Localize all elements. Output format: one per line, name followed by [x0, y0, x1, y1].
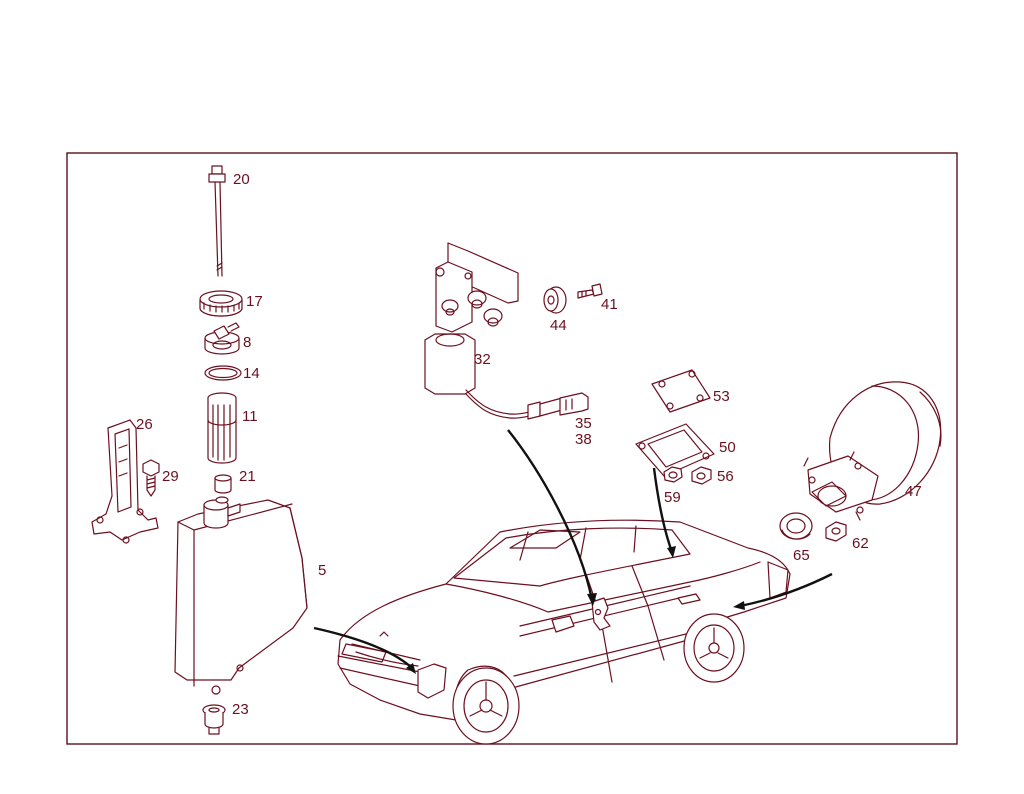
label-17: 17 — [246, 293, 263, 310]
label-59: 59 — [664, 489, 681, 506]
part-35-38-cable — [465, 389, 589, 420]
part-50-gasket — [635, 423, 715, 477]
diagram-frame — [66, 152, 958, 745]
label-47: 47 — [905, 483, 922, 500]
part-23-grommet — [202, 704, 226, 735]
label-62: 62 — [852, 535, 869, 552]
part-62-nut — [825, 521, 847, 542]
label-26: 26 — [136, 416, 153, 433]
label-41: 41 — [601, 296, 618, 313]
part-41-screw — [577, 283, 603, 299]
part-29-bolt — [142, 459, 160, 497]
label-23: 23 — [232, 701, 249, 718]
label-56: 56 — [717, 468, 734, 485]
part-59-nut — [663, 466, 683, 483]
label-11: 11 — [242, 408, 258, 425]
leader-arrows — [313, 429, 833, 674]
part-8-filler-cap — [204, 322, 240, 355]
part-26-bracket — [91, 419, 159, 544]
label-8: 8 — [243, 334, 251, 351]
label-65: 65 — [793, 547, 810, 564]
front-wheel — [452, 667, 520, 745]
label-14: 14 — [243, 365, 260, 382]
car-mounted-parts — [379, 597, 611, 637]
label-38: 38 — [575, 431, 592, 448]
part-65-seal — [779, 512, 813, 540]
label-35: 35 — [575, 415, 592, 432]
part-21-sleeve — [214, 474, 232, 494]
part-47-actuator — [803, 381, 942, 521]
part-17-cap-ring — [199, 290, 243, 317]
rear-wheel — [683, 613, 745, 683]
label-20: 20 — [233, 171, 250, 188]
part-labels: 20 17 8 14 11 21 26 29 5 23 32 44 41 35 … — [136, 171, 922, 718]
label-32: 32 — [474, 351, 491, 368]
label-44: 44 — [550, 317, 567, 334]
label-21: 21 — [239, 468, 256, 485]
part-11-strainer — [207, 392, 237, 464]
part-32-pump — [424, 242, 519, 395]
part-14-o-ring — [204, 365, 242, 381]
part-5-reservoir — [174, 496, 308, 695]
part-44-grommet — [543, 286, 567, 314]
label-5: 5 — [318, 562, 326, 579]
label-53: 53 — [713, 388, 730, 405]
part-53-plate — [651, 369, 711, 413]
label-29: 29 — [162, 468, 179, 485]
part-20-level-sensor — [208, 165, 226, 277]
part-56-nut — [691, 466, 712, 485]
label-50: 50 — [719, 439, 736, 456]
